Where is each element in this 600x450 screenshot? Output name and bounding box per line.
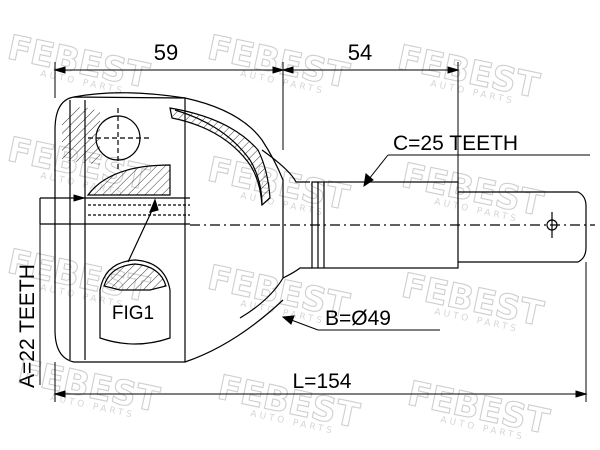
fig1-hatch: [103, 263, 167, 291]
neck-outline-lower: [282, 267, 312, 279]
inner-race-hatch: [86, 164, 171, 196]
a-teeth-label: A=22 TEETH: [16, 264, 39, 388]
fig1-outline: [99, 259, 171, 345]
fig1-label: FIG1: [112, 303, 154, 324]
neck-outline: [261, 149, 310, 183]
outer-housing-outline: [54, 96, 186, 363]
fig1-leader: [127, 203, 156, 263]
fig1-leader-arrow: [148, 198, 159, 213]
b-diameter-callout: [281, 315, 440, 331]
b-diameter-label: B=Ø49: [325, 307, 391, 330]
b-leader-arrow: [281, 315, 295, 325]
arrowhead: [281, 66, 294, 74]
watermark-group: FEBEST AUTO PARTS FEBEST AUTO PARTS FEBE…: [4, 27, 554, 443]
c-leader-arrow: [363, 173, 374, 188]
dimension-54-label: 54: [348, 40, 372, 65]
arrowhead: [272, 66, 285, 74]
stub-shaft: [190, 181, 595, 269]
lower-housing-curve: [184, 299, 284, 363]
length-label: L=154: [293, 370, 352, 393]
a-spline-callout: [39, 194, 86, 385]
c-teeth-label: C=25 TEETH: [393, 132, 518, 155]
fig1-callout: [99, 198, 171, 345]
c-spline-callout: [363, 154, 590, 188]
upper-cage-hatch: [62, 107, 100, 165]
dimension-59-label: 59: [154, 40, 178, 65]
inner-dome-hatch-region: [169, 107, 271, 207]
arrowhead: [53, 390, 66, 398]
cv-joint-body: [39, 92, 312, 363]
a-leader-arrow: [73, 194, 86, 202]
top-dimensions: [53, 62, 460, 192]
bell-dome-outline: [73, 92, 284, 319]
arrowhead: [575, 390, 588, 398]
arrowhead: [447, 66, 460, 74]
arrowhead: [53, 66, 66, 74]
shaft-thread-end: [458, 191, 587, 263]
length-dimension: [53, 262, 588, 402]
